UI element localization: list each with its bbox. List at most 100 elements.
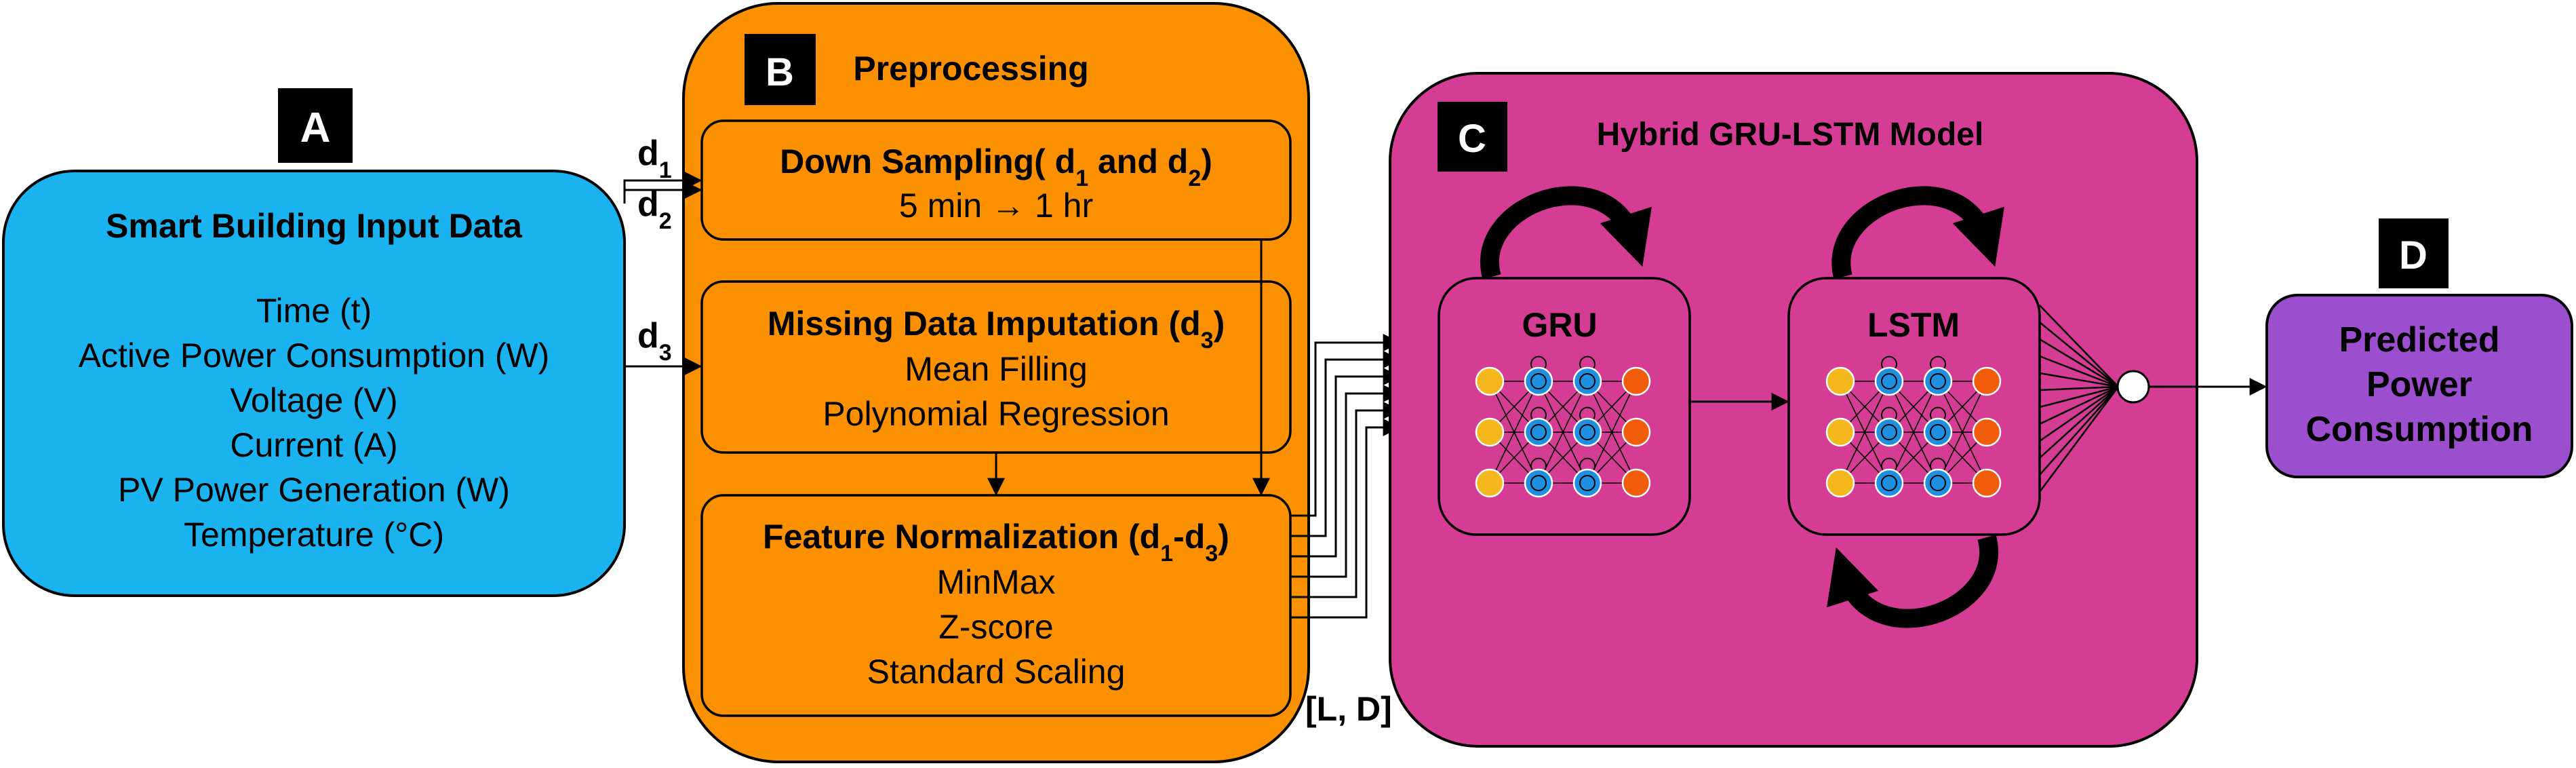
imputation-method-mean: Mean Filling	[905, 350, 1088, 388]
input-item-time: Time (t)	[256, 292, 372, 330]
output-fan-line	[2039, 355, 2119, 388]
lstm-node-ring	[1930, 373, 1946, 389]
lstm-node	[1972, 366, 2002, 396]
input-item-temperature: Temperature (°C)	[184, 516, 444, 554]
lstm-node	[1874, 366, 1904, 396]
lstm-node	[1825, 366, 1855, 396]
normalization-method-minmax: MinMax	[936, 563, 1055, 601]
badge-a	[278, 88, 353, 163]
gru-label: GRU	[1522, 306, 1597, 344]
gru-self-loop	[1530, 356, 1547, 369]
gru-node-ring	[1530, 424, 1547, 440]
output-fan-line	[2039, 322, 2119, 387]
lstm-node-ring	[1881, 373, 1897, 389]
gru-node	[1621, 468, 1651, 498]
output-fan-line	[2039, 372, 2119, 388]
lstm-self-loop	[1881, 406, 1897, 420]
gru-self-loop	[1579, 406, 1596, 420]
prediction-line-3: Consumption	[2305, 410, 2533, 449]
feature-arrow-3	[1290, 368, 1401, 558]
output-fan-line	[2039, 385, 2119, 425]
lstm-node	[1874, 468, 1904, 498]
badge-d-label: D	[2399, 233, 2428, 277]
badge-b-label: B	[766, 50, 794, 94]
gru-node	[1524, 468, 1553, 498]
output-fan-line	[2039, 385, 2119, 442]
panel-d: D Predicted Power Consumption	[2265, 218, 2573, 478]
gru-self-loop	[1530, 457, 1547, 471]
arrow-d1	[623, 172, 702, 204]
input-item-pv-power: PV Power Generation (W)	[118, 471, 510, 509]
panel-c: C Hybrid GRU-LSTM Model GRU LSTM	[1389, 72, 2198, 748]
lstm-self-loop	[1881, 356, 1897, 369]
gru-node	[1572, 468, 1602, 498]
output-fan-line	[2039, 385, 2119, 391]
shape-label: [L, D]	[1305, 690, 1392, 728]
lstm-label: LSTM	[1867, 306, 1960, 344]
lstm-recurrent-loop-bottom-icon	[1827, 535, 1998, 628]
input-label-d2: d2	[637, 185, 672, 234]
input-item-active-power: Active Power Consumption (W)	[79, 337, 550, 375]
lstm-recurrent-loop-top-icon	[1831, 186, 2004, 280]
gru-node	[1524, 417, 1553, 447]
feature-arrow-1	[1290, 334, 1401, 517]
feature-arrow-2	[1290, 351, 1401, 537]
lstm-node	[1825, 417, 1855, 447]
input-item-current: Current (A)	[230, 426, 397, 464]
gru-node	[1475, 417, 1505, 447]
lstm-node	[1972, 417, 2002, 447]
feature-arrow-4	[1290, 385, 1401, 578]
lstm-node-ring	[1930, 424, 1946, 440]
imputation-title: Missing Data Imputation (d3)	[768, 305, 1225, 353]
feature-arrow-5	[1290, 402, 1401, 598]
badge-d	[2379, 218, 2449, 288]
gru-self-loop	[1579, 457, 1596, 471]
gru-node	[1475, 468, 1505, 498]
normalization-method-standard: Standard Scaling	[867, 653, 1126, 691]
panel-d-box	[2265, 294, 2573, 478]
panel-a-box	[2, 170, 626, 597]
badge-c-label: C	[1458, 117, 1486, 161]
input-arrows: d1 d2 d3	[623, 134, 702, 375]
prediction-line-2: Power	[2366, 365, 2472, 404]
gru-node	[1524, 366, 1553, 396]
panel-b: B Preprocessing Down Sampling( d1 and d2…	[682, 2, 1310, 763]
output-fan-line	[2039, 338, 2119, 388]
badge-a-label: A	[300, 104, 331, 151]
output-fan-line	[2039, 386, 2119, 476]
gru-node-ring	[1579, 475, 1596, 491]
output-fan-line	[2038, 386, 2120, 493]
output-fan-lines	[2038, 305, 2120, 493]
down-sampling-detail: 5 min → 1 hr	[899, 187, 1093, 225]
output-fan-line	[2039, 385, 2119, 408]
gru-recurrent-loop-icon	[1480, 186, 1652, 280]
output-node	[2116, 370, 2150, 404]
gru-node	[1621, 417, 1651, 447]
gru-node-ring	[1579, 373, 1596, 389]
output-fan-line	[2039, 386, 2119, 459]
normalization-title: Feature Normalization (d1-d3)	[763, 518, 1229, 567]
gru-edge	[1489, 381, 1539, 484]
lstm-self-loop	[1930, 406, 1946, 420]
lstm-node-ring	[1881, 424, 1897, 440]
normalization-method-zscore: Z-score	[938, 608, 1053, 646]
gru-node	[1572, 366, 1602, 396]
gru-node-ring	[1579, 424, 1596, 440]
down-sampling-title: Down Sampling( d1 and d2)	[780, 142, 1212, 191]
gru-node-ring	[1530, 475, 1547, 491]
lstm-node-ring	[1930, 475, 1946, 491]
panel-a: A Smart Building Input Data Time (t) Act…	[2, 88, 626, 597]
output-fan-line	[2039, 305, 2119, 387]
gru-node	[1621, 366, 1651, 396]
gru-node	[1475, 366, 1505, 396]
gru-node	[1572, 417, 1602, 447]
panel-b-title: Preprocessing	[853, 50, 1088, 88]
input-label-d1: d1	[637, 134, 672, 183]
panel-a-title: Smart Building Input Data	[106, 207, 523, 245]
badge-b	[745, 34, 816, 105]
lstm-node-ring	[1881, 475, 1897, 491]
lstm-node	[1923, 468, 1953, 498]
lstm-self-loop	[1881, 457, 1897, 471]
imputation-method-polynomial: Polynomial Regression	[823, 395, 1169, 433]
lstm-network	[1825, 356, 2002, 498]
